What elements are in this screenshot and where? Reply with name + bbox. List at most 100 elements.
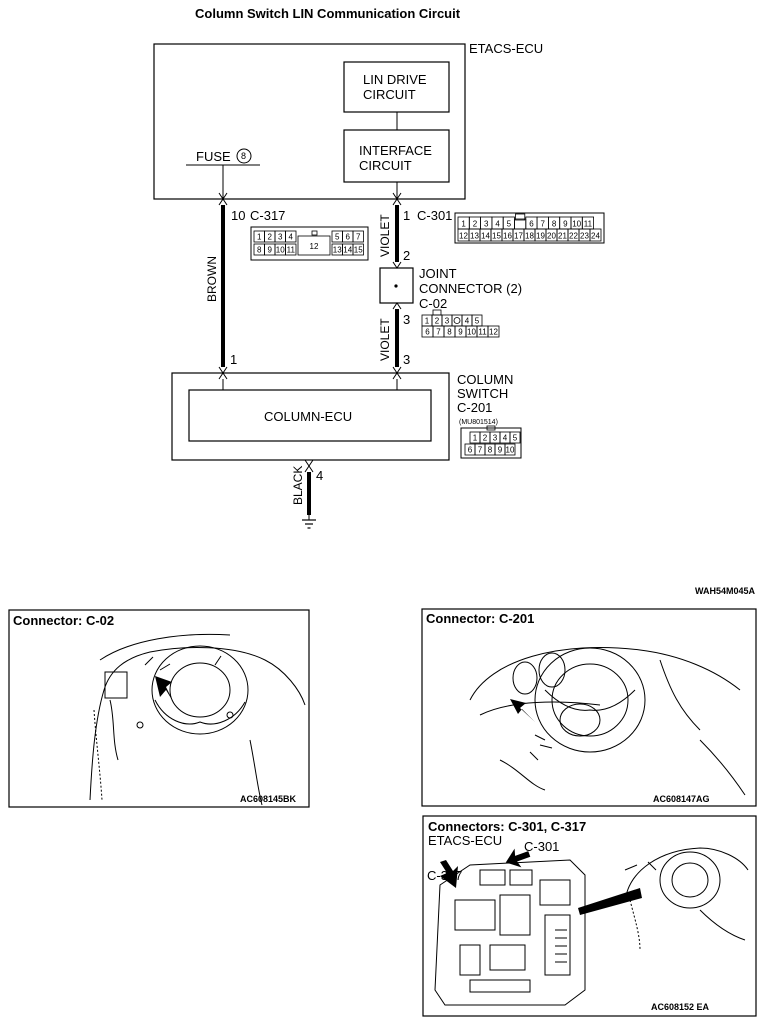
pin-label: 6	[468, 446, 473, 455]
panel-c201-title: Connector: C-201	[426, 611, 534, 626]
panel-connector-c02: Connector: C-02 AC608145BK	[8, 609, 310, 808]
pin-label: 7	[356, 233, 361, 242]
pin-label: 1	[461, 220, 466, 229]
joint-line3: C-02	[419, 296, 447, 311]
panel-connectors-c301-c317: Connectors: C-301, C-317 ETACS-ECU C-301…	[422, 815, 757, 1017]
column-switch-part-no: (MU801514)	[459, 419, 498, 426]
pin-label: 17	[514, 232, 523, 241]
pin-label: 2	[268, 233, 273, 242]
brown-wire-label: BROWN	[205, 256, 219, 302]
pin-label: 7	[478, 446, 483, 455]
violet-upper-label: VIOLET	[378, 214, 392, 257]
pin-label: 2	[473, 220, 478, 229]
c317-pin: 10	[231, 208, 245, 223]
pin-label: 14	[481, 232, 490, 241]
panel-c201-code: AC608147AG	[653, 794, 710, 804]
black-wire-label: BLACK	[291, 466, 305, 505]
diagram-title: Column Switch LIN Communication Circuit	[195, 6, 461, 21]
column-ecu-label: COLUMN-ECU	[264, 409, 352, 424]
pin-label: 21	[558, 232, 567, 241]
pin-label: 8	[552, 220, 557, 229]
pin-label: 5	[513, 434, 518, 443]
c301-pin: 1	[403, 208, 410, 223]
pointer-wedge	[578, 888, 642, 915]
pin-label: 4	[465, 317, 470, 326]
column-switch-line3: C-201	[457, 400, 492, 415]
pin-label: 14	[343, 246, 352, 255]
pin-label: 19	[536, 232, 545, 241]
fuse-label: FUSE	[196, 149, 231, 164]
violet-wire-lower	[392, 302, 402, 380]
pin-label: 4	[503, 434, 508, 443]
pin-label: 22	[569, 232, 578, 241]
pin-label: 3	[484, 220, 489, 229]
fuse-number-circle	[236, 148, 252, 164]
ground-icon	[302, 519, 316, 529]
pin-label: 9	[458, 328, 463, 337]
interface-line1: INTERFACE	[359, 143, 432, 158]
panel-c02-code: AC608145BK	[240, 794, 297, 804]
panel-c301-code: AC608152 EA	[651, 1002, 710, 1012]
etacs-ecu-box	[153, 43, 466, 200]
pin-label: 1	[425, 317, 430, 326]
column-switch-box	[171, 372, 450, 461]
pin-label: 10	[467, 328, 476, 337]
pin-label: 8	[257, 246, 262, 255]
panel-callout-c301: C-301	[524, 839, 559, 854]
etacs-ecu-module-illustration	[434, 859, 586, 1006]
pin-label: 20	[547, 232, 556, 241]
pin-label: 8	[488, 446, 493, 455]
panel-c02-title: Connector: C-02	[13, 613, 114, 628]
steering-wheel-illustration	[469, 647, 746, 796]
arrow-icon	[155, 676, 175, 705]
pin-label: 7	[436, 328, 441, 337]
pin-label: 6	[529, 220, 534, 229]
pin-label: 12	[489, 328, 498, 337]
pin-label: 15	[492, 232, 501, 241]
pin-label: 9	[498, 446, 503, 455]
dashboard-inset-illustration	[624, 847, 749, 951]
lin-drive-line1: LIN DRIVE	[363, 72, 427, 87]
pin-label: 10	[276, 246, 285, 255]
joint-line2: CONNECTOR (2)	[419, 281, 522, 296]
pin-label: 12	[310, 242, 319, 251]
pin-label: 3	[278, 233, 283, 242]
arrow-icon	[505, 848, 531, 868]
pin-label: 5	[475, 317, 480, 326]
pin-label: 11	[478, 328, 487, 337]
panel-c301-title: Connectors: C-301, C-317	[428, 819, 586, 834]
pin-label: 10	[506, 446, 515, 455]
c317-name: C-317	[250, 208, 285, 223]
joint-pin-in: 2	[403, 248, 410, 263]
pin-label: 7	[541, 220, 546, 229]
interface-line2: CIRCUIT	[359, 158, 412, 173]
joint-pin-out: 3	[403, 312, 410, 327]
pin-label: 9	[268, 246, 273, 255]
figure-code: WAH54M045A	[695, 586, 756, 596]
c301-name: C-301	[417, 208, 452, 223]
column-switch-pin1: 1	[230, 352, 237, 367]
joint-line1: JOINT	[419, 266, 457, 281]
pin-label: 4	[289, 233, 294, 242]
pin-label: 9	[563, 220, 568, 229]
pin-label: 8	[447, 328, 452, 337]
column-switch-line1: COLUMN	[457, 372, 513, 387]
column-switch-pin4: 4	[316, 468, 323, 483]
pin-label: 13	[333, 246, 342, 255]
pin-label: 5	[335, 233, 340, 242]
pin-label: 5	[507, 220, 512, 229]
fuse-number: 8	[241, 151, 246, 161]
column-ecu-box	[188, 389, 432, 442]
pin-label: 15	[354, 246, 363, 255]
arrow-icon	[510, 699, 535, 722]
column-switch-pin3: 3	[403, 352, 410, 367]
pin-label: 1	[473, 434, 478, 443]
pin-label: 24	[591, 232, 600, 241]
pin-label: 16	[503, 232, 512, 241]
pin-label: 1	[257, 233, 262, 242]
